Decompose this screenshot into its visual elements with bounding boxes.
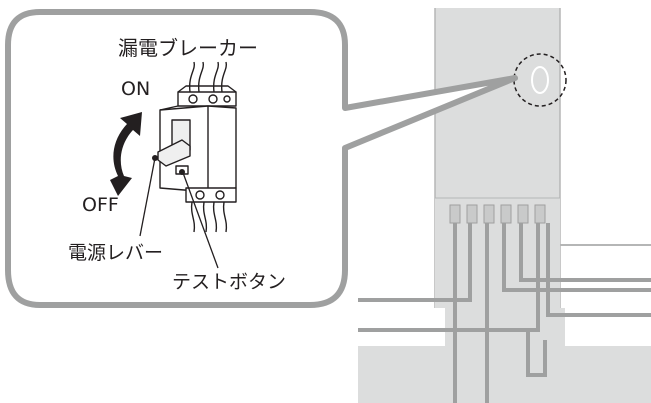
test-button-label: テストボタン (172, 271, 287, 293)
leader-lines (139, 157, 219, 269)
power-lever-label: 電源レバー (68, 242, 164, 264)
breaker-location-marker (513, 53, 567, 107)
lever-leader-dot (152, 155, 158, 161)
breaker-device (157, 61, 237, 233)
power-lever-shape (157, 139, 191, 167)
test-button-leader-dot (179, 169, 185, 175)
wires (358, 223, 651, 403)
breaker-title: 漏電ブレーカー (118, 36, 258, 60)
distribution-board (358, 8, 651, 403)
breaker-location-oval (531, 66, 549, 94)
off-label: OFF (82, 194, 119, 216)
on-label: ON (121, 78, 151, 100)
callout-bubble (5, 9, 518, 308)
on-off-arrow (110, 112, 142, 196)
board-base (358, 346, 651, 403)
